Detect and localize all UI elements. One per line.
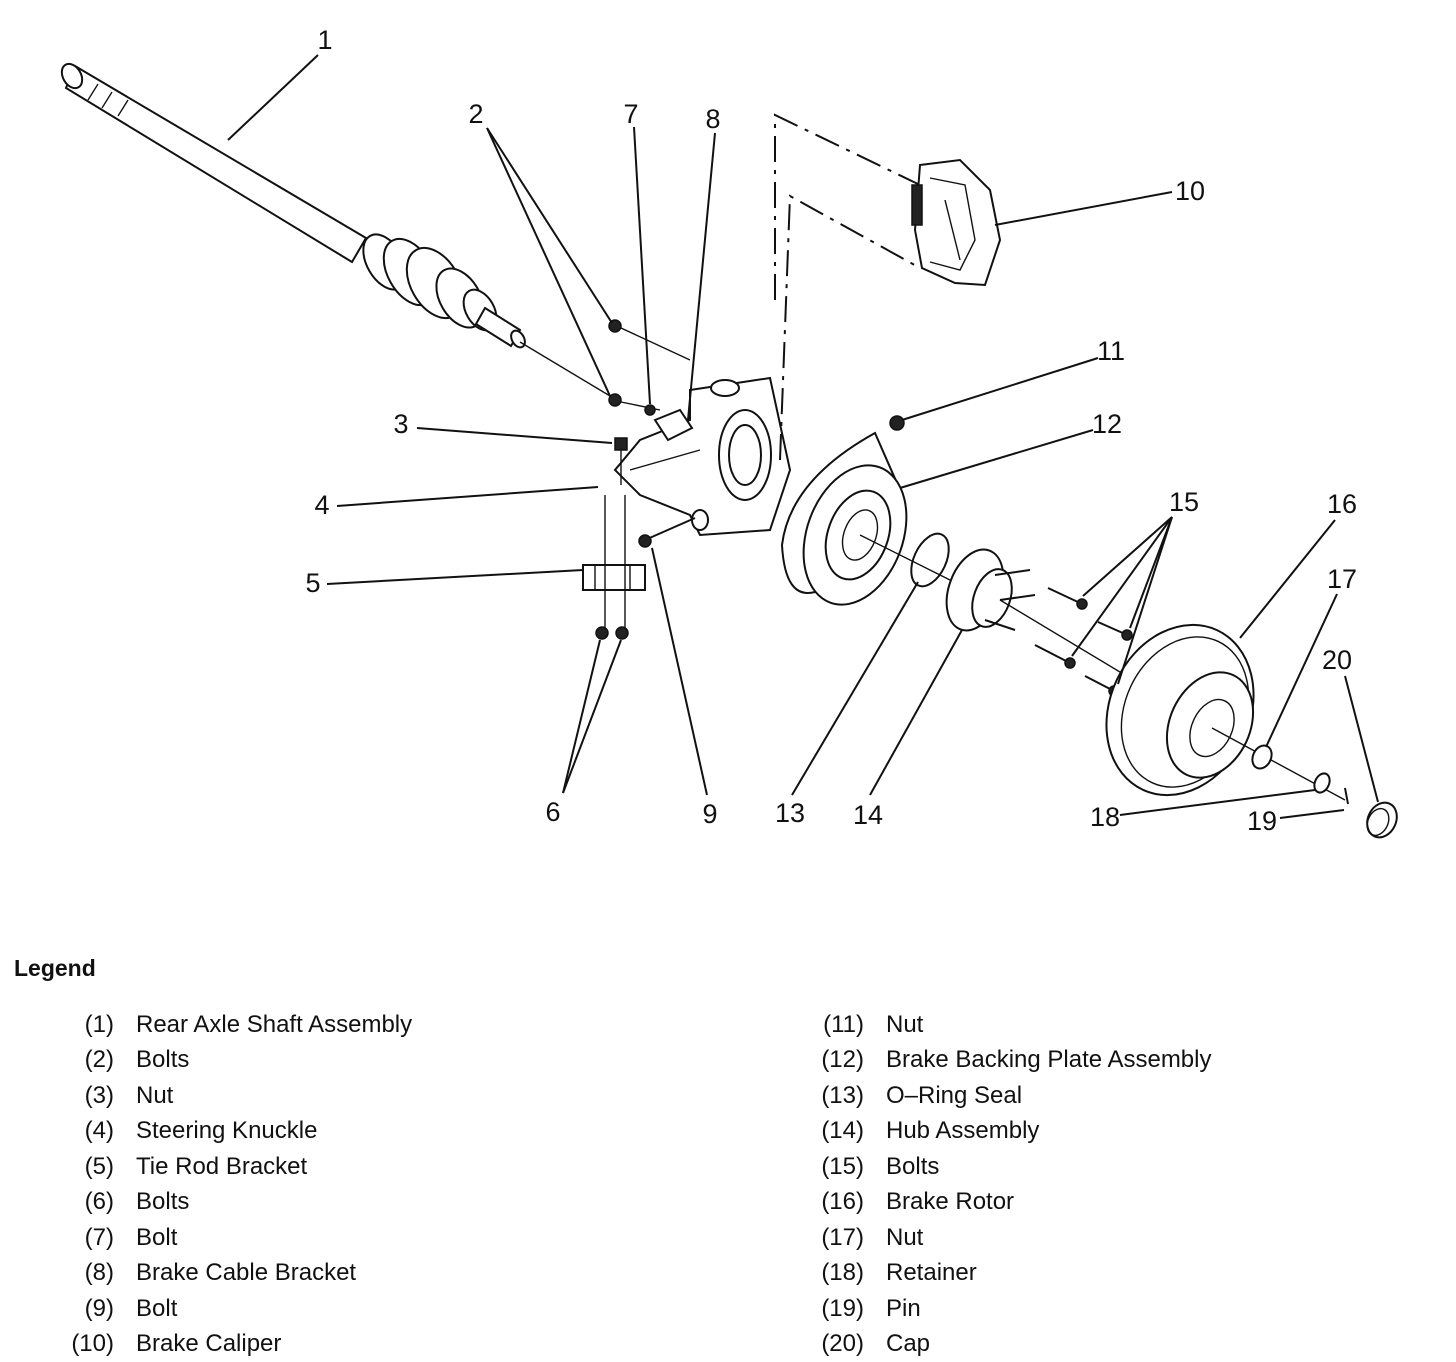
legend-item-name: Retainer [886, 1259, 977, 1287]
legend-item: (2) Bolts [56, 1043, 656, 1079]
legend-item: (20) Cap [806, 1327, 1426, 1362]
legend-item-name: Nut [886, 1223, 924, 1251]
legend-item-name: Rear Axle Shaft Assembly [136, 1010, 413, 1038]
legend-item-name: Bolts [136, 1046, 190, 1074]
callout-18: 18 [1090, 802, 1120, 832]
tie-rod-bracket [582, 495, 646, 640]
steering-knuckle [613, 376, 792, 537]
o-ring-seal [910, 532, 950, 588]
legend-item-name: Brake Cable Bracket [136, 1259, 357, 1287]
legend-item-number: (10) [71, 1330, 114, 1358]
legend-item: (8) Brake Cable Bracket [56, 1256, 656, 1292]
callout-13: 13 [775, 798, 805, 828]
legend-item-number: (20) [821, 1330, 864, 1358]
legend-item-name: Brake Backing Plate Assembly [886, 1046, 1212, 1074]
legend-item-number: (1) [84, 1010, 114, 1038]
legend-item-number: (2) [84, 1046, 114, 1074]
nut-11 [889, 415, 905, 431]
legend-item-name: Nut [886, 1010, 924, 1038]
callout-15: 15 [1169, 487, 1199, 517]
legend-item-name: Hub Assembly [886, 1117, 1040, 1145]
legend-item: (7) Bolt [56, 1220, 656, 1256]
bolt-9 [638, 517, 696, 548]
legend-right-column: (11)Nut(12)Brake Backing Plate Assembly(… [806, 1007, 1426, 1362]
legend-item-number: (12) [821, 1046, 864, 1074]
legend-item: (6) Bolts [56, 1185, 656, 1221]
callout-20: 20 [1322, 645, 1352, 675]
legend-item: (3) Nut [56, 1078, 656, 1114]
callout-3: 3 [393, 409, 408, 439]
rear-axle-shaft [60, 62, 621, 403]
legend-item-name: O–Ring Seal [886, 1081, 1023, 1109]
brake-backing-plate [780, 431, 951, 606]
legend-item-number: (14) [821, 1117, 864, 1145]
legend-item: (1) Rear Axle Shaft Assembly [56, 1007, 656, 1043]
callout-2: 2 [468, 99, 483, 129]
callout-16: 16 [1327, 489, 1357, 519]
callout-6: 6 [545, 797, 560, 827]
legend-item: (9) Bolt [56, 1291, 656, 1327]
legend-item: (17) Nut [806, 1220, 1426, 1256]
callout-4: 4 [314, 490, 329, 520]
legend-item: (19) Pin [806, 1291, 1426, 1327]
legend-item: (15) Bolts [806, 1149, 1426, 1185]
legend-item-number: (7) [84, 1223, 114, 1251]
legend-item-number: (13) [821, 1081, 864, 1109]
callout-14: 14 [853, 800, 883, 830]
legend-item-name: Brake Caliper [136, 1330, 282, 1358]
callout-19: 19 [1247, 806, 1277, 836]
legend-item-number: (6) [84, 1188, 114, 1216]
callout-7: 7 [623, 99, 638, 129]
legend-item-number: (11) [823, 1010, 864, 1038]
legend-item: (5) Tie Rod Bracket [56, 1149, 656, 1185]
legend-item: (16) Brake Rotor [806, 1185, 1426, 1221]
legend-item-number: (16) [821, 1188, 864, 1216]
legend-item: (18) Retainer [806, 1256, 1426, 1292]
brake-rotor [1105, 623, 1346, 801]
legend-item-number: (5) [84, 1152, 114, 1180]
legend-item-number: (9) [84, 1294, 114, 1322]
legend-item: (4) Steering Knuckle [56, 1114, 656, 1150]
callout-1: 1 [317, 25, 332, 55]
legend-item-name: Pin [886, 1294, 921, 1322]
callout-12: 12 [1092, 409, 1122, 439]
legend-item-number: (15) [821, 1152, 864, 1180]
legend-item-number: (17) [821, 1223, 864, 1251]
legend-item: (12) Brake Backing Plate Assembly [806, 1043, 1426, 1079]
legend-item-number: (4) [84, 1117, 114, 1145]
leader-lines [227, 54, 1379, 819]
callout-8: 8 [705, 104, 720, 134]
legend-item: (11) Nut [806, 1007, 1426, 1043]
hub-end-parts [1251, 744, 1398, 839]
callout-17: 17 [1327, 564, 1357, 594]
legend-item-name: Brake Rotor [886, 1188, 1015, 1216]
legend-item-name: Nut [136, 1081, 174, 1109]
legend-item-name: Bolt [136, 1294, 178, 1322]
legend-item-number: (3) [84, 1081, 114, 1109]
legend-item: (10) Brake Caliper [56, 1327, 656, 1362]
legend-item-number: (19) [821, 1294, 864, 1322]
legend-title: Legend [14, 955, 96, 981]
callout-10: 10 [1175, 176, 1205, 206]
legend-item-number: (18) [821, 1259, 864, 1287]
legend-item: (13) O–Ring Seal [806, 1078, 1426, 1114]
legend-item: (14) Hub Assembly [806, 1114, 1426, 1150]
legend-item-name: Steering Knuckle [136, 1117, 318, 1145]
legend-item-name: Cap [886, 1330, 931, 1358]
brake-caliper [911, 158, 1002, 287]
legend-item-name: Tie Rod Bracket [136, 1152, 308, 1180]
legend-item-name: Bolts [136, 1188, 190, 1216]
callout-11: 11 [1097, 336, 1125, 366]
callout-5: 5 [305, 568, 320, 598]
callout-9: 9 [702, 799, 717, 829]
legend-left-column: (1) Rear Axle Shaft Assembly (2) Bolts (3) Nu… [56, 1007, 656, 1362]
legend-item-number: (8) [84, 1259, 114, 1287]
legend-item-name: Bolt [136, 1223, 178, 1251]
hub-assembly [945, 548, 1201, 721]
legend-item-name: Bolts [886, 1152, 940, 1180]
